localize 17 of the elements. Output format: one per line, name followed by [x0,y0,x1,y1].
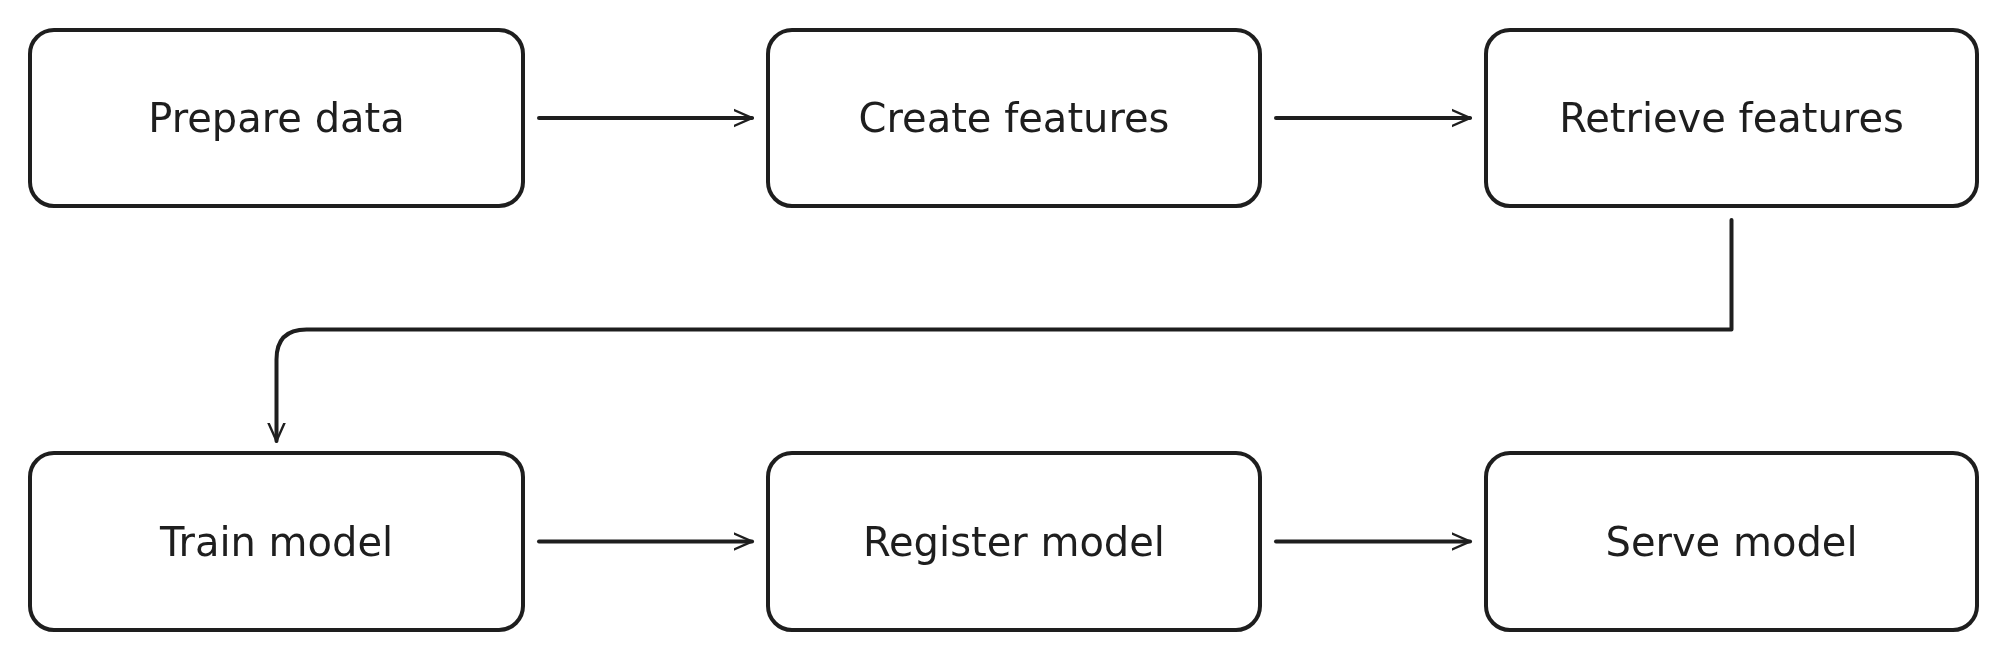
process-box [28,451,525,632]
box-label: Register model [863,517,1165,567]
box-label: Train model [159,517,394,567]
arrow [537,108,754,128]
arrow [1274,108,1472,128]
arrow [267,218,1734,443]
box-label: Create features [858,94,1170,143]
box-label: Retrieve features [1559,94,1904,143]
arrow [537,532,754,551]
box-label: Serve model [1605,517,1858,567]
process-box [28,28,525,208]
process-box [766,451,1262,632]
process-box [766,28,1262,208]
process-box [1484,451,1979,632]
process-box [1484,28,1979,208]
arrow [1274,532,1472,551]
box-label: Prepare data [148,94,405,143]
